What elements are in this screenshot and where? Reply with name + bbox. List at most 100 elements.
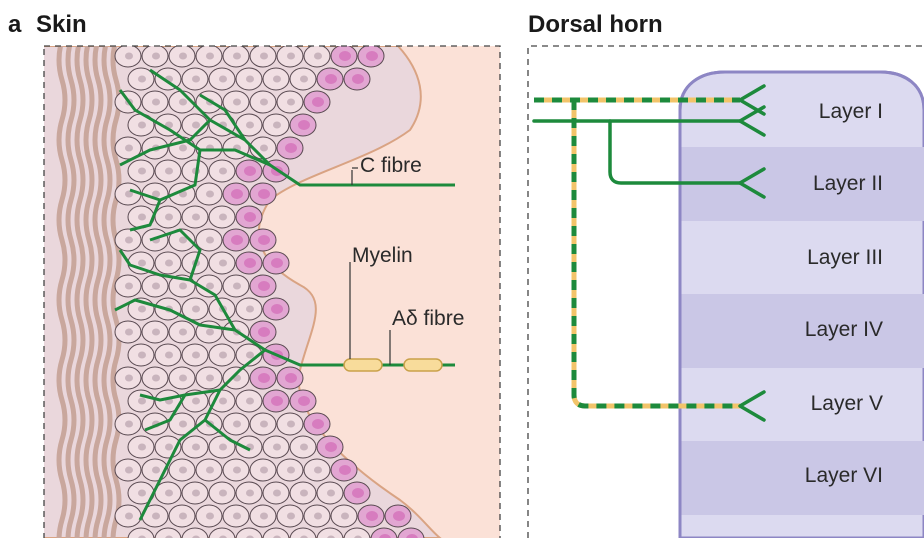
cell-nucleus <box>287 467 295 474</box>
cell-nucleus <box>125 283 133 290</box>
cell-nucleus <box>152 467 160 474</box>
cell-nucleus <box>246 490 254 497</box>
cell-nucleus <box>219 214 227 221</box>
cell-nucleus <box>179 421 187 428</box>
myelin-label: Myelin <box>352 244 413 267</box>
a-delta-fibre-label: Aδ fibre <box>392 307 464 330</box>
cell-nucleus <box>366 511 378 521</box>
cell-nucleus <box>231 189 243 199</box>
cell-nucleus <box>206 191 214 198</box>
cell-nucleus <box>219 76 227 83</box>
myelin-segment <box>344 359 382 371</box>
cell-nucleus <box>138 260 146 267</box>
layer-label: Layer II <box>813 172 883 195</box>
cell-nucleus <box>179 375 187 382</box>
cell-nucleus <box>192 444 200 451</box>
cell-nucleus <box>327 490 335 497</box>
myelin-segment <box>404 359 442 371</box>
cell-nucleus <box>339 465 351 475</box>
layer-label: Layer III <box>807 246 883 269</box>
cell-nucleus <box>219 260 227 267</box>
cell-nucleus <box>352 74 364 84</box>
cell-nucleus <box>165 352 173 359</box>
cell-nucleus <box>233 99 241 106</box>
cell-nucleus <box>179 329 187 336</box>
cell-nucleus <box>206 375 214 382</box>
cell-nucleus <box>219 444 227 451</box>
cell-nucleus <box>244 212 256 222</box>
cell-nucleus <box>179 145 187 152</box>
cell-nucleus <box>138 306 146 313</box>
cell-nucleus <box>192 306 200 313</box>
cell-nucleus <box>125 237 133 244</box>
cell-nucleus <box>165 214 173 221</box>
cell-nucleus <box>233 513 241 520</box>
cell-nucleus <box>298 120 310 130</box>
panel-letter: a <box>8 11 22 38</box>
cell-nucleus <box>260 99 268 106</box>
cell-nucleus <box>260 421 268 428</box>
cell-nucleus <box>339 51 351 61</box>
cell-nucleus <box>366 51 378 61</box>
cell-nucleus <box>233 53 241 60</box>
cell-nucleus <box>233 283 241 290</box>
cell-nucleus <box>192 122 200 129</box>
cell-nucleus <box>246 122 254 129</box>
cell-nucleus <box>271 258 283 268</box>
cell-nucleus <box>219 352 227 359</box>
cell-nucleus <box>152 99 160 106</box>
cell-nucleus <box>138 444 146 451</box>
cell-nucleus <box>273 490 281 497</box>
cell-nucleus <box>258 327 270 337</box>
cell-nucleus <box>192 214 200 221</box>
cell-nucleus <box>192 490 200 497</box>
cell-nucleus <box>192 76 200 83</box>
cell-nucleus <box>125 467 133 474</box>
cell-nucleus <box>138 122 146 129</box>
cell-nucleus <box>312 97 324 107</box>
cell-nucleus <box>206 329 214 336</box>
cell-nucleus <box>271 304 283 314</box>
cell-nucleus <box>258 373 270 383</box>
cell-nucleus <box>273 122 281 129</box>
cell-nucleus <box>152 513 160 520</box>
cell-nucleus <box>179 53 187 60</box>
cell-nucleus <box>314 53 322 60</box>
cell-nucleus <box>179 513 187 520</box>
cell-nucleus <box>287 513 295 520</box>
cell-nucleus <box>125 145 133 152</box>
cell-nucleus <box>138 214 146 221</box>
cell-nucleus <box>300 490 308 497</box>
layer-label: Layer IV <box>805 318 883 341</box>
cell-nucleus <box>285 373 297 383</box>
cell-nucleus <box>287 53 295 60</box>
cell-nucleus <box>260 53 268 60</box>
cell-nucleus <box>258 281 270 291</box>
layer-band <box>681 294 924 368</box>
cell-nucleus <box>138 490 146 497</box>
cell-nucleus <box>192 398 200 405</box>
cell-nucleus <box>244 166 256 176</box>
cell-nucleus <box>246 352 254 359</box>
cell-nucleus <box>325 442 337 452</box>
cell-nucleus <box>258 189 270 199</box>
cell-nucleus <box>219 490 227 497</box>
cell-nucleus <box>314 513 322 520</box>
cell-nucleus <box>231 235 243 245</box>
cell-nucleus <box>246 76 254 83</box>
cell-nucleus <box>314 467 322 474</box>
cell-nucleus <box>312 419 324 429</box>
layer-label: Layer I <box>819 100 883 123</box>
layer-label: Layer VI <box>805 464 883 487</box>
cell-nucleus <box>179 283 187 290</box>
cell-nucleus <box>165 444 173 451</box>
cell-nucleus <box>246 306 254 313</box>
cell-nucleus <box>125 421 133 428</box>
cell-nucleus <box>138 352 146 359</box>
cell-nucleus <box>300 76 308 83</box>
dorsal-horn-title: Dorsal horn <box>528 11 663 38</box>
cell-nucleus <box>260 467 268 474</box>
cell-nucleus <box>138 168 146 175</box>
cell-nucleus <box>287 421 295 428</box>
